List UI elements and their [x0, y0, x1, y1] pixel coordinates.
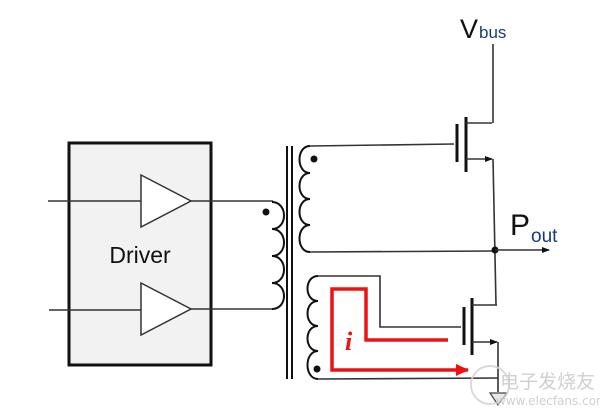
buffer-amplifier-bottom [140, 281, 193, 337]
transformer-secondary-low [306, 275, 319, 380]
low-side-mosfet [462, 298, 498, 355]
buffer-amplifier-top [140, 173, 193, 229]
driver-label: Driver [109, 242, 171, 268]
watermark-url: www.elecfans.com [496, 394, 600, 408]
high-gate-wire [309, 143, 455, 147]
driver-block [67, 141, 213, 367]
watermark-logo-icon [470, 365, 510, 405]
current-path [330, 287, 469, 376]
transformer-primary [271, 201, 285, 310]
primary-polarity-dot [262, 208, 270, 216]
watermark-text-cn: 电子发烧友 [500, 371, 595, 393]
secondary-high-polarity-dot [310, 155, 318, 163]
low-gate-wire [318, 275, 461, 328]
vbus-label: Vbus [460, 14, 506, 44]
low-source-return-wire [317, 377, 499, 380]
high-side-mosfet [455, 117, 493, 172]
high-source-return-wire [309, 250, 496, 253]
secondary-low-polarity-dot [313, 365, 321, 373]
switch-node-wire [492, 158, 497, 306]
current-label: i [345, 327, 353, 356]
pout-label: Pout [510, 209, 558, 247]
watermark: 电子发烧友 www.elecfans.com [470, 365, 600, 408]
transformer-secondary-high [298, 145, 311, 253]
